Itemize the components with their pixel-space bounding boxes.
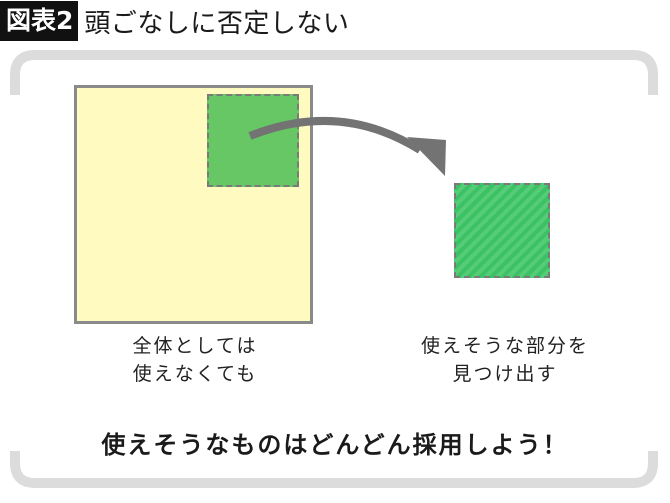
left-caption-line2: 使えなくても bbox=[132, 363, 258, 385]
left-caption-line1: 全体としては bbox=[132, 335, 258, 357]
extracted-part-box bbox=[454, 183, 550, 278]
arrow-head-icon bbox=[407, 137, 446, 176]
figure-header: 図表2 頭ごなしに否定しない bbox=[0, 0, 349, 42]
right-caption: 使えそうな部分を 見つけ出す bbox=[405, 332, 605, 388]
conclusion-text: 使えそうなものはどんどん採用しよう！ bbox=[101, 431, 569, 459]
right-caption-line1: 使えそうな部分を bbox=[420, 335, 589, 357]
right-caption-line2: 見つけ出す bbox=[452, 363, 558, 385]
frame-top-bracket bbox=[10, 50, 658, 95]
arrow-shaft bbox=[248, 116, 423, 154]
figure-label: 図表2 bbox=[0, 1, 79, 41]
figure-title: 頭ごなしに否定しない bbox=[84, 8, 350, 39]
frame-bottom-bracket bbox=[10, 451, 658, 488]
left-caption: 全体としては 使えなくても bbox=[110, 332, 280, 388]
usable-part-box bbox=[207, 94, 299, 187]
